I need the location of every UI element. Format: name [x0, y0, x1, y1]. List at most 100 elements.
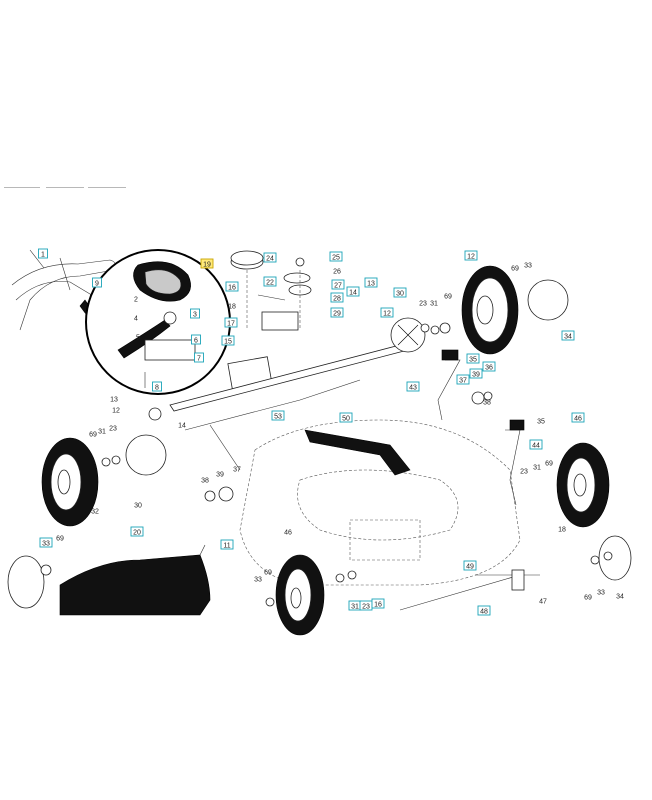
part-callout[interactable]: 23 — [419, 301, 427, 308]
callout-box — [38, 248, 48, 259]
callout-number: 14 — [349, 290, 357, 297]
part-callout[interactable]: 31 — [430, 301, 438, 308]
part-callout[interactable]: 69 — [584, 595, 592, 602]
part-callout[interactable]: 8 — [152, 381, 162, 392]
part-callout[interactable]: 18 — [558, 527, 566, 534]
callout-number: 7 — [197, 356, 201, 363]
callout-number: 9 — [95, 281, 99, 288]
part-callout[interactable]: 31 — [533, 465, 541, 472]
part-callout[interactable]: 33 — [39, 537, 53, 548]
part-callout[interactable]: 30 — [134, 503, 142, 510]
callout-box — [220, 539, 234, 550]
callout-box — [225, 281, 239, 292]
part-callout[interactable]: 23 — [359, 600, 373, 611]
part-callout[interactable]: 16 — [371, 598, 385, 609]
part-callout[interactable]: 31 — [348, 600, 362, 611]
part-callout[interactable]: 6 — [191, 334, 201, 345]
part-callout[interactable]: 39 — [469, 368, 483, 379]
part-callout[interactable]: 35 — [537, 419, 545, 426]
part-callout[interactable]: 37 — [233, 467, 241, 474]
part-callout[interactable]: 16 — [225, 281, 239, 292]
part-callout[interactable]: 27 — [331, 279, 345, 290]
part-callout[interactable]: 28 — [330, 292, 344, 303]
part-callout[interactable]: 14 — [178, 423, 186, 430]
part-callout[interactable]: 20 — [130, 526, 144, 537]
part-callout[interactable]: 2 — [134, 297, 138, 304]
part-callout[interactable]: 69 — [89, 432, 97, 439]
part-callout[interactable]: 46 — [571, 412, 585, 423]
part-callout[interactable]: 32 — [91, 509, 99, 516]
part-callout[interactable]: 15 — [221, 335, 235, 346]
part-callout[interactable]: 37 — [456, 374, 470, 385]
part-callout[interactable]: 69 — [545, 461, 553, 468]
part-callout[interactable]: 11 — [220, 539, 234, 550]
callout-number: 12 — [112, 408, 120, 415]
callout-number: 8 — [155, 385, 159, 392]
callout-number: 12 — [467, 254, 475, 261]
callout-number: 69 — [264, 570, 272, 577]
part-callout[interactable]: 31 — [98, 429, 106, 436]
callout-box — [130, 526, 144, 537]
part-callout[interactable]: 69 — [444, 294, 452, 301]
part-callout[interactable]: 47 — [539, 599, 547, 606]
part-callout[interactable]: 44 — [529, 439, 543, 450]
part-callout[interactable]: 69 — [56, 536, 64, 543]
part-callout[interactable]: 9 — [92, 277, 102, 288]
part-callout[interactable]: 49 — [463, 560, 477, 571]
part-callout[interactable]: 33 — [597, 590, 605, 597]
part-callout[interactable]: 48 — [477, 605, 491, 616]
part-callout[interactable]: 29 — [330, 307, 344, 318]
part-callout[interactable]: 39 — [216, 472, 224, 479]
part-callout[interactable]: 38 — [483, 400, 491, 407]
part-callout[interactable]: 35 — [466, 353, 480, 364]
part-callout[interactable]: 4 — [134, 316, 138, 323]
callout-number: 69 — [56, 536, 64, 543]
part-callout[interactable]: 12 — [380, 307, 394, 318]
callout-number: 46 — [574, 416, 582, 423]
part-callout[interactable]: 50 — [339, 412, 353, 423]
part-callout[interactable]: 12 — [464, 250, 478, 261]
tab-3[interactable] — [88, 183, 126, 188]
part-callout[interactable]: 24 — [263, 252, 277, 263]
part-callout[interactable]: 69 — [511, 266, 519, 273]
callout-number: 4 — [134, 316, 138, 323]
part-callout[interactable]: 33 — [254, 577, 262, 584]
part-callout[interactable]: 30 — [393, 287, 407, 298]
part-callout[interactable]: 7 — [194, 352, 204, 363]
part-callout[interactable]: 53 — [271, 410, 285, 421]
right-parts — [390, 265, 569, 421]
callout-box — [191, 334, 201, 345]
callout-number: 12 — [383, 311, 391, 318]
part-callout[interactable]: 12 — [112, 408, 120, 415]
part-callout[interactable]: 22 — [263, 276, 277, 287]
part-callout[interactable]: 69 — [264, 570, 272, 577]
part-callout[interactable]: 26 — [333, 269, 341, 276]
part-callout[interactable]: 46 — [284, 530, 292, 537]
part-callout[interactable]: 34 — [561, 330, 575, 341]
part-callout[interactable]: 18 — [228, 304, 236, 311]
callout-number: 69 — [89, 432, 97, 439]
part-callout[interactable]: 19 — [200, 258, 214, 269]
tab-2[interactable] — [46, 183, 84, 188]
callout-number: 38 — [201, 478, 209, 485]
detail-zoom-circle — [85, 249, 231, 395]
part-callout[interactable]: 17 — [224, 317, 238, 328]
part-callout[interactable]: 43 — [406, 381, 420, 392]
part-callout[interactable]: 1 — [38, 248, 48, 259]
part-callout[interactable]: 3 — [190, 308, 200, 319]
part-callout[interactable]: 14 — [346, 286, 360, 297]
part-callout[interactable]: 23 — [520, 469, 528, 476]
part-callout[interactable]: 38 — [201, 478, 209, 485]
tab-1[interactable] — [4, 183, 40, 188]
part-callout[interactable]: 33 — [524, 263, 532, 270]
part-callout[interactable]: 25 — [329, 251, 343, 262]
part-callout[interactable]: 23 — [109, 426, 117, 433]
part-callout[interactable]: 13 — [110, 397, 118, 404]
part-callout[interactable]: 5 — [136, 335, 140, 342]
callout-number: 22 — [266, 280, 274, 287]
part-callout[interactable]: 13 — [364, 277, 378, 288]
part-callout[interactable]: 36 — [482, 361, 496, 372]
part-callout[interactable]: 34 — [616, 594, 624, 601]
callout-number: 31 — [430, 301, 438, 308]
